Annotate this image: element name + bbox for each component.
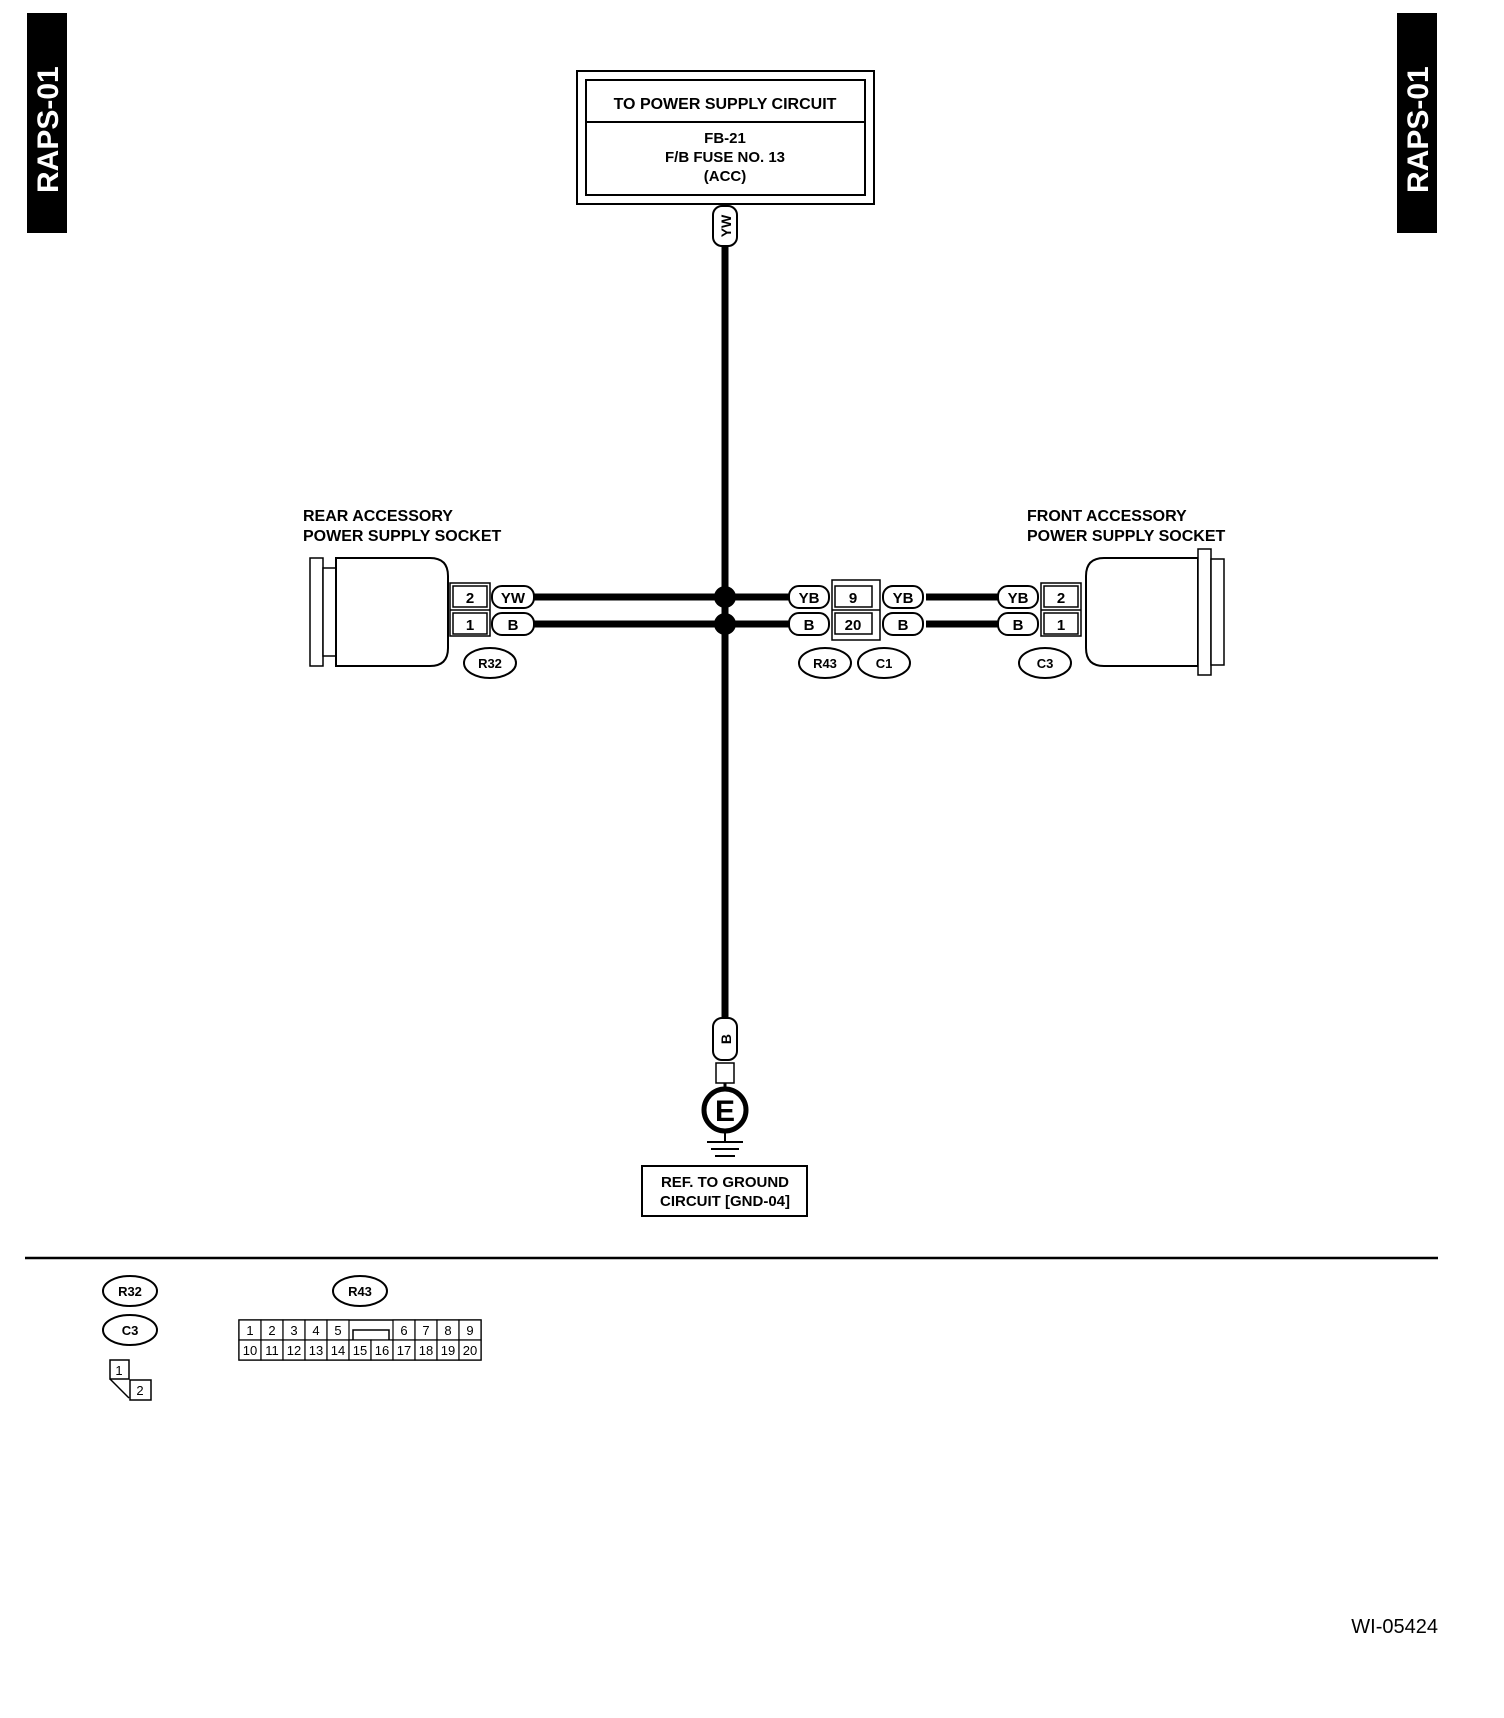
middle-pin-lower: 20 bbox=[845, 617, 862, 634]
r43-key-notch bbox=[352, 1329, 390, 1340]
power-box-line3: (ACC) bbox=[704, 168, 747, 185]
middle-connector-id-left: R43 bbox=[813, 656, 837, 671]
middle-pin-upper: 9 bbox=[849, 590, 857, 607]
power-box-line1: FB-21 bbox=[704, 130, 746, 147]
r43-pin-label: 10 bbox=[243, 1343, 257, 1358]
r43-pin-label: 18 bbox=[419, 1343, 433, 1358]
r43-pin-label: 19 bbox=[441, 1343, 455, 1358]
legend-small-pin2: 2 bbox=[136, 1383, 143, 1398]
r43-pin-label: 1 bbox=[246, 1323, 253, 1338]
top-wire-color: YW bbox=[718, 214, 734, 237]
r43-pin-label: 8 bbox=[444, 1323, 451, 1338]
front-wire-upper: YB bbox=[1008, 590, 1029, 607]
middle-left-wire-upper: YB bbox=[799, 590, 820, 607]
legend-conn-b: C3 bbox=[122, 1323, 139, 1338]
junction-lower bbox=[714, 613, 736, 635]
ground-ref-line2: CIRCUIT [GND-04] bbox=[660, 1193, 790, 1210]
ground-ref-line1: REF. TO GROUND bbox=[661, 1174, 789, 1191]
figure-id: WI-05424 bbox=[1351, 1616, 1438, 1638]
front-pin-upper: 2 bbox=[1057, 590, 1065, 607]
r43-pin-label: 2 bbox=[268, 1323, 275, 1338]
r43-pin-label: 17 bbox=[397, 1343, 411, 1358]
r43-pin-label: 14 bbox=[331, 1343, 345, 1358]
front-connector-id: C3 bbox=[1037, 656, 1054, 671]
rear-pin-lower: 1 bbox=[466, 617, 474, 634]
r43-pin-label: 16 bbox=[375, 1343, 389, 1358]
rear-wire-lower: B bbox=[508, 617, 519, 634]
ground-wire-color: B bbox=[718, 1034, 734, 1044]
power-box-line2: F/B FUSE NO. 13 bbox=[665, 149, 785, 166]
middle-connector-id-right: C1 bbox=[876, 656, 893, 671]
top-wire-tag: YW bbox=[712, 205, 738, 247]
front-socket-label-line2: POWER SUPPLY SOCKET bbox=[1027, 528, 1225, 545]
left-side-tab-label: RAPS-01 bbox=[32, 66, 65, 193]
rear-wire-upper: YW bbox=[501, 590, 526, 607]
r43-pin-label: 9 bbox=[466, 1323, 473, 1338]
middle-left-wire-lower: B bbox=[804, 617, 815, 634]
rear-socket-label-line2: POWER SUPPLY SOCKET bbox=[303, 528, 501, 545]
rear-socket-label-line1: REAR ACCESSORY bbox=[303, 508, 453, 525]
r43-pin-label: 5 bbox=[334, 1323, 341, 1338]
r43-pin-label: 15 bbox=[353, 1343, 367, 1358]
r43-pin-label: 11 bbox=[265, 1343, 279, 1358]
legend-conn-a: R32 bbox=[118, 1284, 142, 1299]
left-side-tab: RAPS-01 bbox=[27, 13, 67, 233]
r43-pin-cell bbox=[458, 1339, 482, 1361]
power-supply-box: TO POWER SUPPLY CIRCUIT FB-21 F/B FUSE N… bbox=[576, 70, 875, 205]
front-pin-lower: 1 bbox=[1057, 617, 1065, 634]
rear-connector-id: R32 bbox=[478, 656, 502, 671]
legend-conn-c: R43 bbox=[348, 1284, 372, 1299]
front-socket-label-line1: FRONT ACCESSORY bbox=[1027, 508, 1187, 525]
r43-pin-label: 7 bbox=[422, 1323, 429, 1338]
r43-pin-label: 3 bbox=[290, 1323, 297, 1338]
power-box-title: TO POWER SUPPLY CIRCUIT bbox=[614, 96, 837, 113]
junction-upper bbox=[714, 586, 736, 608]
r43-pin-label: 13 bbox=[309, 1343, 323, 1358]
ground: B E REF. TO GROUND CIRCUIT [GND-04] bbox=[641, 1017, 808, 1217]
middle-connector: YB B 9 20 YB B R43 C1 bbox=[788, 579, 924, 679]
middle-right-wire-lower: B bbox=[898, 617, 909, 634]
right-side-tab: RAPS-01 bbox=[1397, 13, 1437, 233]
rear-socket: REAR ACCESSORY POWER SUPPLY SOCKET 2 1 Y… bbox=[303, 508, 535, 679]
r43-pin-label: 4 bbox=[312, 1323, 319, 1338]
ground-symbol: E bbox=[715, 1095, 735, 1128]
r43-pin-label: 20 bbox=[463, 1343, 477, 1358]
r43-pin-label: 6 bbox=[400, 1323, 407, 1338]
rear-pin-upper: 2 bbox=[466, 590, 474, 607]
middle-right-wire-upper: YB bbox=[893, 590, 914, 607]
r43-pin-label: 12 bbox=[287, 1343, 301, 1358]
legend-small-pin1: 1 bbox=[115, 1363, 122, 1378]
front-socket: FRONT ACCESSORY POWER SUPPLY SOCKET YB B… bbox=[997, 508, 1225, 679]
front-wire-lower: B bbox=[1013, 617, 1024, 634]
right-side-tab-label: RAPS-01 bbox=[1402, 66, 1435, 193]
